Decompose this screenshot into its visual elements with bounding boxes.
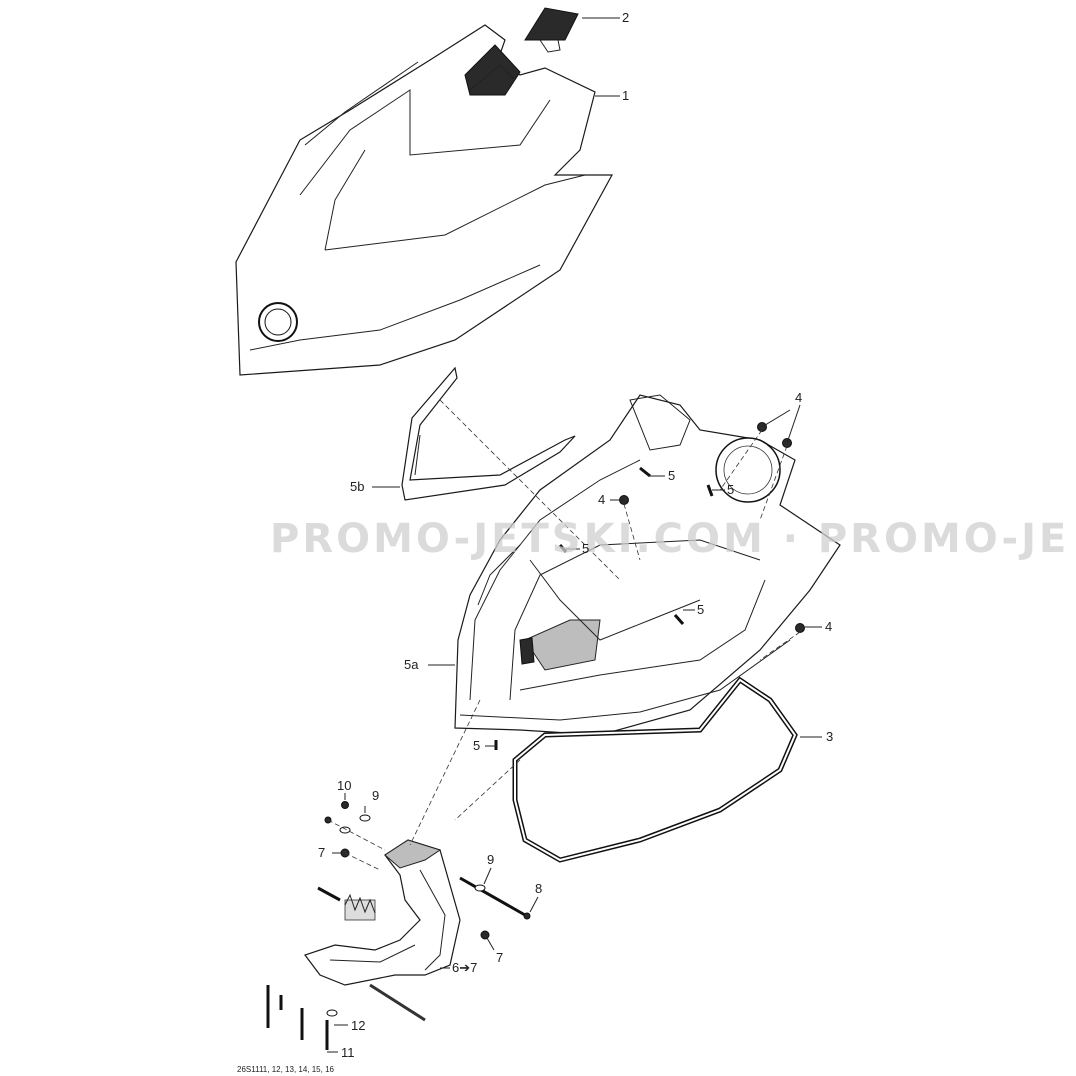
callout-4-mid: 4 <box>598 492 605 507</box>
windshield-trim-part <box>401 366 576 501</box>
storage-bin-part <box>454 394 841 736</box>
callout-6-7: 6➔7 <box>452 960 477 975</box>
callout-4-right: 4 <box>825 619 832 634</box>
callout-5-lower: 5 <box>697 602 704 617</box>
callout-5a: 5a <box>404 657 419 672</box>
callout-5-bottom: 5 <box>473 738 480 753</box>
callout-9-right: 9 <box>487 852 494 867</box>
callout-7-right: 7 <box>496 950 503 965</box>
callout-1: 1 <box>622 88 629 103</box>
callout-10: 10 <box>337 778 351 793</box>
callout-7-left: 7 <box>318 845 325 860</box>
assembly-dash-lines <box>327 399 801 871</box>
callout-5-top: 5 <box>668 468 675 483</box>
seal-gasket-part <box>512 676 798 863</box>
watermark-text: PROMO-JETSKI.COM · PROMO-JE <box>270 516 1069 562</box>
callout-12: 12 <box>351 1018 365 1033</box>
hardware-group <box>266 422 805 1050</box>
clip-part <box>524 7 579 53</box>
callout-3: 3 <box>826 729 833 744</box>
callout-4-top: 4 <box>795 390 802 405</box>
callout-9-top: 9 <box>372 788 379 803</box>
callout-8: 8 <box>535 881 542 896</box>
leader-lines <box>327 17 822 1053</box>
callout-labels: 2 1 4 5b 4 5 5 5 5 4 5a 3 5 10 9 7 9 8 7… <box>318 10 833 1060</box>
callout-2: 2 <box>622 10 629 25</box>
reference-code: 26S1111, 12, 13, 14, 15, 16 <box>237 1065 335 1074</box>
callout-11: 11 <box>341 1045 355 1060</box>
callout-5b: 5b <box>350 479 364 494</box>
front-cover-part <box>235 24 614 376</box>
callout-5-center: 5 <box>582 541 589 556</box>
callout-5-right: 5 <box>727 482 734 497</box>
latch-bracket-part <box>304 839 461 986</box>
